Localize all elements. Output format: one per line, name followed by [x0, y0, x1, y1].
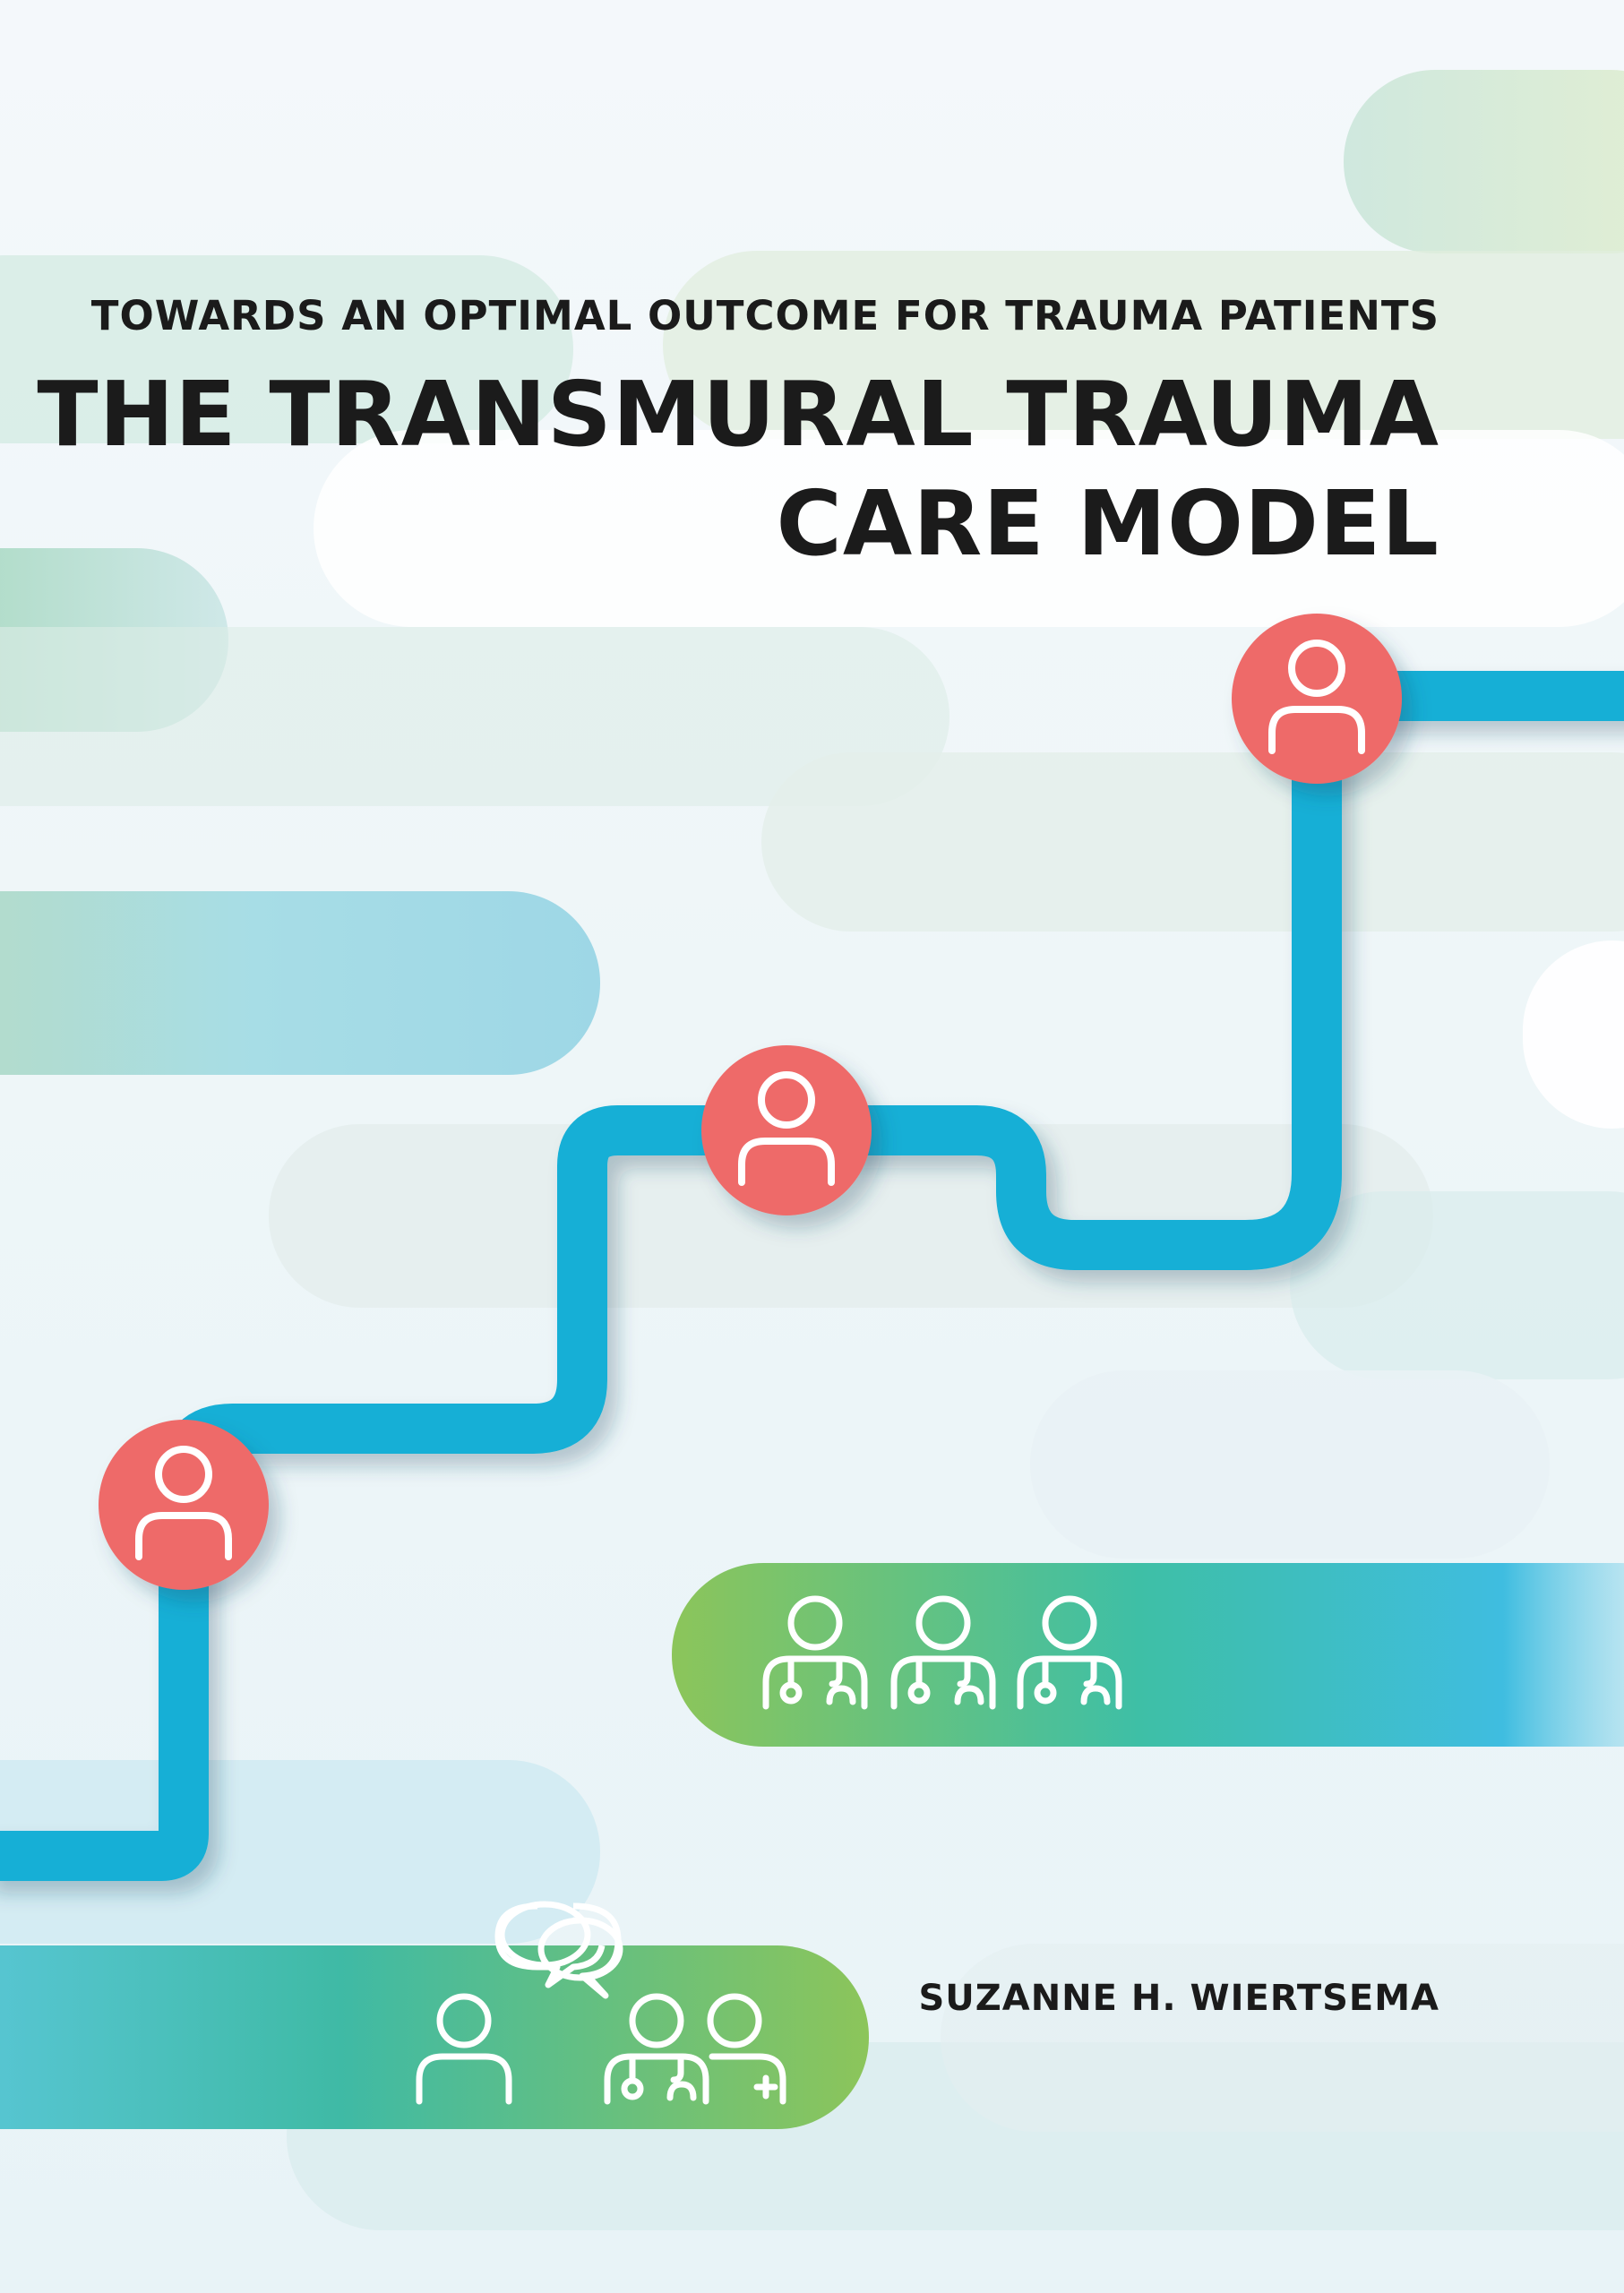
- doctor-icon: [1017, 1595, 1122, 1710]
- person-icon: [738, 1071, 835, 1186]
- cover-title-line-1: THE TRANSMURAL TRAUMA: [37, 362, 1439, 467]
- doctor-icon: [890, 1595, 996, 1710]
- pathway-node-1: [99, 1420, 269, 1590]
- cover-title-line-2: CARE MODEL: [776, 471, 1439, 576]
- doctor-icon: [762, 1595, 868, 1710]
- doctor-icon: [604, 1993, 709, 2105]
- speech-bubbles-icon: [494, 1901, 623, 1999]
- pathway-node-3: [1232, 614, 1402, 784]
- consultation-pill: [0, 1945, 869, 2129]
- person-icon: [416, 1993, 512, 2105]
- person-icon: [1268, 640, 1365, 754]
- cover-author: SUZANNE H. WIERTSEMA: [918, 1978, 1439, 2019]
- care-team-pill: [672, 1563, 1624, 1747]
- pathway-node-2: [701, 1045, 872, 1215]
- cover-subtitle: TOWARDS AN OPTIMAL OUTCOME FOR TRAUMA PA…: [90, 292, 1439, 339]
- person-icon: [135, 1446, 232, 1560]
- nurse-icon: [707, 1993, 786, 2105]
